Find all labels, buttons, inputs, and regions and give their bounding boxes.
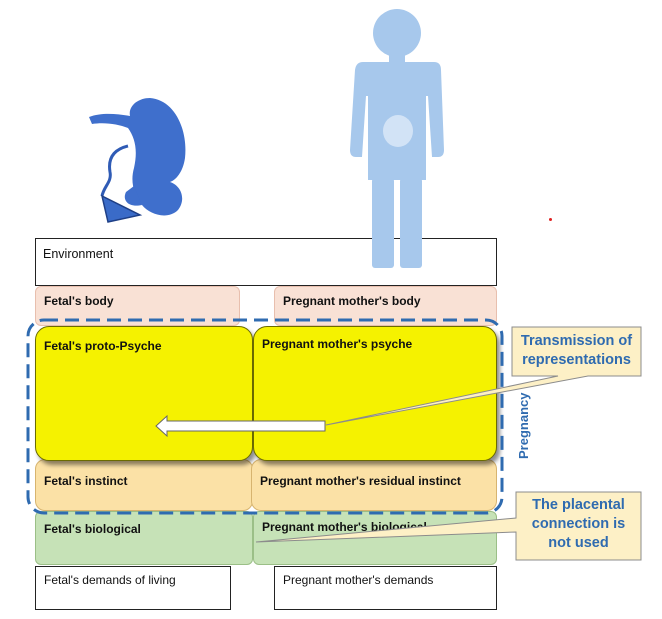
mother-psyche-label: Pregnant mother's psyche	[262, 337, 413, 351]
pregnancy-dashed-border	[26, 318, 504, 515]
environment-label: Environment	[43, 247, 114, 261]
placental-callout-text: The placental connection is not used	[531, 497, 626, 551]
mother-psyche-box: Pregnant mother's psyche	[253, 326, 497, 461]
transmission-callout	[325, 326, 642, 426]
fetal-demands-box: Fetal's demands of living	[35, 566, 231, 610]
fetus-figure	[89, 98, 186, 216]
mother-demands-box: Pregnant mother's demands	[274, 566, 497, 610]
fetal-psyche-box: Fetal's proto-Psyche	[35, 326, 253, 461]
red-dot	[549, 218, 552, 221]
transmission-arrow	[155, 414, 326, 438]
mother-demands-label: Pregnant mother's demands	[283, 573, 434, 587]
mother-instinct-label: Pregnant mother's residual instinct	[260, 474, 461, 488]
womb-icon	[383, 115, 413, 147]
fetal-body-label: Fetal's body	[44, 294, 114, 308]
umbilical-cord	[100, 144, 129, 197]
fetal-demands-label: Fetal's demands of living	[44, 573, 176, 587]
fetal-instinct-label: Fetal's instinct	[44, 474, 128, 488]
mother-body-label: Pregnant mother's body	[283, 294, 421, 308]
fetal-psyche-label: Fetal's proto-Psyche	[44, 339, 162, 353]
fetal-instinct-box: Fetal's instinct	[35, 459, 253, 511]
mother-instinct-box: Pregnant mother's residual instinct	[251, 459, 497, 511]
fetal-biological-label: Fetal's biological	[44, 522, 141, 536]
transmission-callout-text: Transmission of representations	[520, 333, 633, 368]
fetal-biological-box: Fetal's biological	[35, 511, 253, 565]
placenta-icon	[100, 194, 143, 223]
pregnant-mother-figure	[350, 9, 444, 268]
pregnancy-label: Pregnancy	[516, 392, 531, 459]
placental-callout	[255, 491, 642, 561]
